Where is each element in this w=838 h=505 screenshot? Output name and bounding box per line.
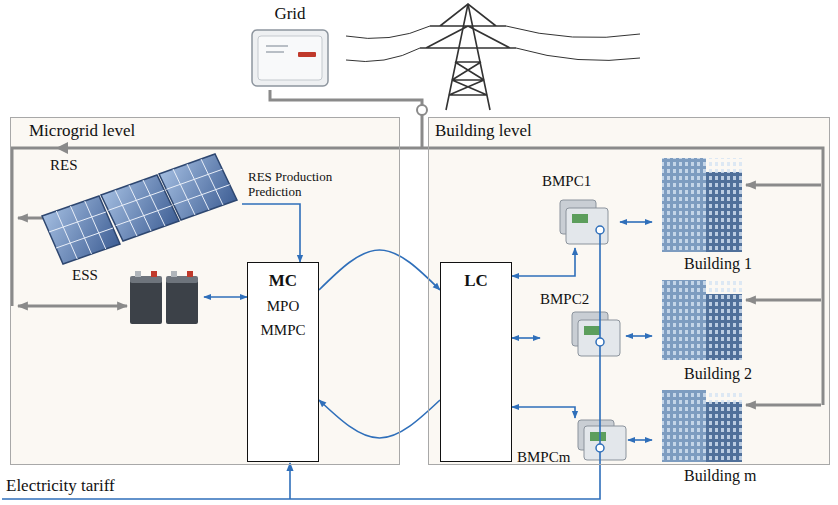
controller-name: LC bbox=[464, 271, 488, 291]
controller-function: MPO bbox=[267, 297, 300, 315]
controller-device bbox=[578, 320, 620, 356]
bmpc-node: BMPC2 bbox=[540, 290, 626, 370]
pylon-legs bbox=[446, 4, 490, 110]
control-connector bbox=[204, 296, 247, 298]
edge-label-holder: RES Production Prediction bbox=[248, 169, 352, 200]
building-wire bbox=[746, 184, 821, 187]
control-connector bbox=[512, 337, 540, 339]
node-label: BMPC2 bbox=[540, 290, 589, 308]
power-lines bbox=[346, 26, 640, 62]
tariff-tap bbox=[596, 226, 604, 234]
building-windows bbox=[662, 158, 742, 252]
battery-cap bbox=[166, 276, 198, 283]
grid-switch bbox=[417, 105, 427, 115]
device-screen bbox=[590, 432, 606, 441]
battery-terminal bbox=[171, 271, 177, 277]
node-label: Building 1 bbox=[684, 254, 752, 273]
inverter-slot bbox=[298, 52, 316, 57]
control-connector bbox=[512, 248, 575, 276]
level-panel: Microgrid levelRES ESS MC MPO MMPC bbox=[10, 117, 400, 465]
inverter-lines bbox=[266, 46, 288, 52]
building-wire bbox=[746, 299, 821, 302]
node-label: Building 2 bbox=[684, 364, 752, 383]
node-label: Grid bbox=[274, 4, 305, 24]
controller-name: MC bbox=[269, 271, 297, 291]
node-label: RES bbox=[50, 156, 78, 174]
power-wires bbox=[12, 90, 823, 405]
building-node: Building 1 bbox=[652, 148, 788, 276]
panel-ground bbox=[428, 117, 830, 465]
pylon-arms bbox=[420, 4, 516, 48]
building-node: Building m bbox=[652, 386, 788, 488]
tariff-tap bbox=[596, 338, 604, 346]
node-label: BMPC1 bbox=[542, 172, 591, 190]
grid-node: Grid bbox=[240, 4, 340, 90]
control-connector bbox=[512, 407, 575, 418]
controller-device bbox=[584, 426, 626, 460]
controller-device bbox=[566, 208, 608, 244]
panel-title: Building level bbox=[435, 121, 532, 141]
solar-panel-face bbox=[159, 154, 237, 220]
battery-terminal bbox=[187, 271, 193, 277]
tariff-tap bbox=[596, 444, 604, 452]
battery-terminal bbox=[151, 271, 157, 277]
ess-node: ESS bbox=[70, 266, 204, 328]
panel-ground bbox=[10, 117, 400, 465]
ess-wire bbox=[18, 305, 127, 308]
tariff-line bbox=[2, 230, 600, 499]
device-screen bbox=[584, 326, 600, 335]
tariff-arrow bbox=[289, 463, 291, 499]
controller-box: LC bbox=[440, 262, 512, 462]
control-connector bbox=[242, 204, 300, 262]
pylon-lattice bbox=[449, 62, 487, 95]
inverter-body bbox=[252, 30, 328, 86]
res-node: RES bbox=[40, 152, 242, 264]
battery-cap bbox=[130, 276, 162, 283]
control-connector bbox=[319, 250, 440, 290]
control-connector bbox=[620, 221, 652, 223]
label-holder: Electricity tariff bbox=[6, 476, 115, 496]
power-bus bbox=[12, 148, 823, 405]
inverter-front bbox=[258, 36, 322, 80]
node-label: BMPCm bbox=[517, 448, 570, 466]
solar-panel bbox=[159, 154, 237, 220]
node-label: Building m bbox=[684, 466, 756, 485]
controller-box: MC MPO MMPC bbox=[247, 262, 319, 462]
battery-body bbox=[166, 280, 198, 324]
panel-title: Microgrid level bbox=[29, 121, 135, 141]
signal-label: Electricity tariff bbox=[6, 476, 115, 496]
level-panel: Building levelLC BMPC1Building 1 BMPC2Buil… bbox=[428, 117, 830, 465]
solar-cell-lines bbox=[159, 154, 237, 220]
building-node: Building 2 bbox=[652, 276, 788, 386]
battery-body bbox=[130, 280, 162, 324]
battery-terminal bbox=[135, 271, 141, 277]
building-windows bbox=[662, 280, 742, 360]
control-connector bbox=[319, 400, 440, 438]
building-windows bbox=[662, 390, 742, 462]
res-wire bbox=[18, 217, 44, 220]
controller-function: MMPC bbox=[260, 321, 305, 339]
edge-label: RES Production Prediction bbox=[248, 169, 352, 200]
node-label: ESS bbox=[72, 266, 98, 284]
control-connector bbox=[628, 439, 652, 441]
bmpc-node: BMPC1 bbox=[540, 172, 620, 248]
control-connector bbox=[626, 335, 652, 337]
device-screen bbox=[572, 214, 588, 223]
building-wire bbox=[746, 404, 821, 407]
power-pylon bbox=[346, 4, 640, 110]
bmpc-node: BMPCm bbox=[515, 418, 628, 470]
bus-arrowhead bbox=[56, 142, 68, 154]
